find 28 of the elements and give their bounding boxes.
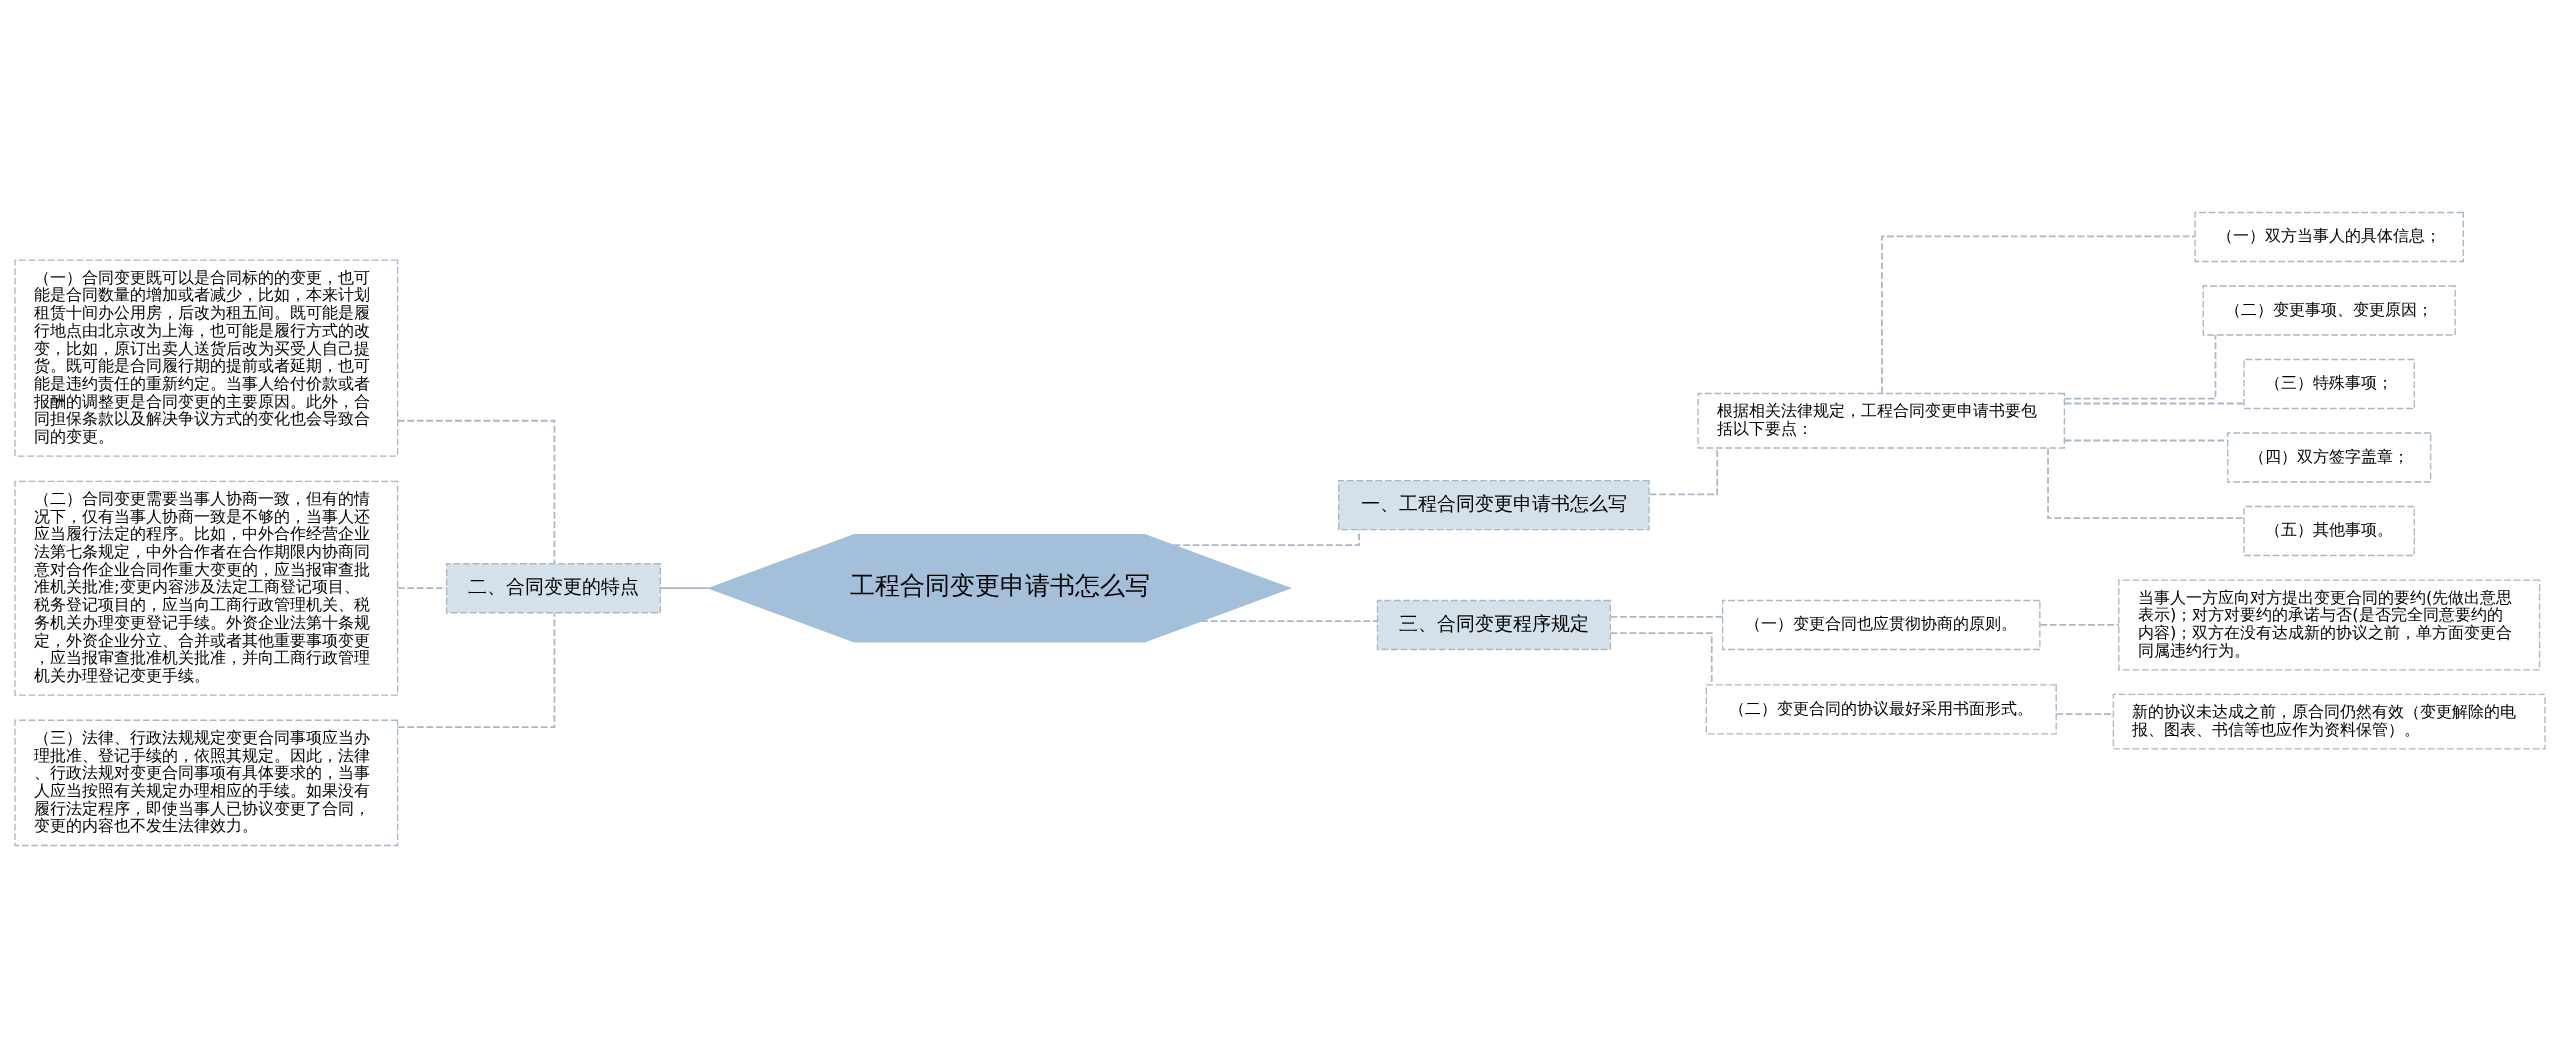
node-box: 新的协议未达成之前，原合同仍然有效（变更解除的电报、图表、书信等也应作为资料保管）。 [2112,693,2546,750]
connector [396,611,556,728]
connector [396,419,556,564]
connector [2047,447,2245,519]
connector [1609,615,1724,618]
node-box: （三）特殊事项； [2243,358,2415,409]
connector [2063,333,2217,399]
node-box: （二）变更合同的协议最好采用书面形式。 [1705,683,2057,735]
node-box: （一）合同变更既可以是合同标的的变更，也可能是合同数量的增加或者减少，比如，本来计划租赁十间办公用房，后改为租五间。既可能是履行地点由北京改为上海，也可能是履行方式的改变，比如，原订出卖人送货后改为买受人自己提货。既可能是合同履行期的提前或者延期，也可能是违约责任的重新约定。当事人给付价款或者报酬的调整更是合同变更的主要原因。此外，合同担保条款以及解决争议方式的变化也会导致合同的变更。 [14,258,399,457]
connector [660,586,710,589]
node-box: （二）变更事项、变更原因； [2202,284,2456,336]
node-box: 根据相关法律规定，工程合同变更申请书要包括以下要点： [1697,392,2066,449]
node-box: （三）法律、行政法规规定变更合同事项应当办理批准、登记手续的，依照其规定。因此，法律、行政法规对变更合同事项有具体要求的，当事人应当按照有关规定办理相应的手续。如果没有履行法定程序，即使当事人已协议变更了合同，变更的内容也不发生法律效力。 [14,719,399,846]
connector [1172,528,1360,546]
node-box: （一）双方当事人的具体信息； [2194,211,2464,262]
connector [2063,402,2245,404]
node-box: 三、合同变更程序规定 [1376,599,1611,650]
connector [2039,623,2120,626]
node-box: 二、合同变更的特点 [445,562,662,613]
connector [1881,234,2196,394]
connector [1200,619,1379,622]
connector [396,586,448,589]
node-box: 当事人一方应向对方提出变更合同的要约(先做出意思表示)；对方对要约的承诺与否(是否完全同意要约的内容)；双方在没有达成新的协议之前，单方面变更合同属违约行为。 [2118,578,2541,671]
node-box: （一）变更合同也应贯彻协商的原则。 [1721,599,2041,650]
node-box: （二）合同变更需要当事人协商一致，但有的情况下，仅有当事人协商一致是不够的，当事人还应当履行法定的程序。比如，中外合作经营企业法第七条规定，中外合作者在合作期限内协商同意对合作企业合同作重大变更的，应当报审查批准机关批准;变更内容涉及法定工商登记项目、税务登记项目的，应当向工商行政管理机关、税务机关办理变更登记手续。外资企业法第十条规定，外资企业分立、合并或者其他重要事项变更，应当报审查批准机关批准，并向工商行政管理机关办理登记变更手续。 [14,480,399,696]
node-box: （四）双方签字盖章； [2227,431,2432,483]
node-box: （五）其他事项。 [2243,505,2415,556]
node-box: 一、工程合同变更申请书怎么写 [1338,479,1650,530]
